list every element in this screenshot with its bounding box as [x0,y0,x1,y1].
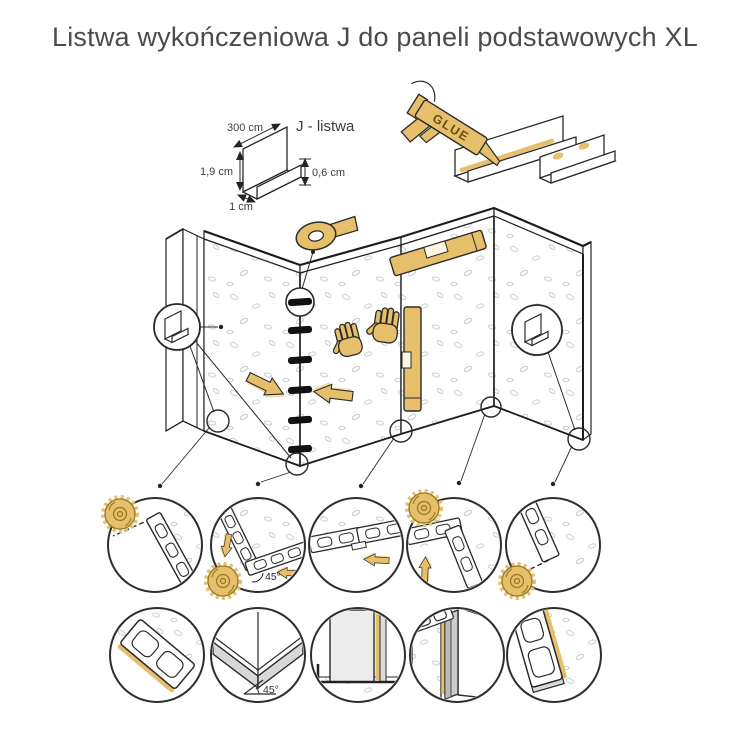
spirit-level-horizontal-icon [389,229,487,277]
glue-dabs [552,142,590,160]
glue-bead [543,609,567,679]
tape-strip [287,297,313,307]
glue-bead [117,644,174,693]
detail-step-5 [498,497,601,600]
corner-marker-circle [206,409,230,433]
corner-marker-circle [567,427,591,451]
corner-marker-circle [285,452,309,476]
tape-strip [287,355,313,365]
glue-bead [459,138,555,173]
detail-step-2: 45° [204,497,306,600]
detail-step-1 [101,495,203,593]
detail-step-6 [109,607,205,703]
detail-step-9 [409,607,505,703]
glue-gun-nozzle [478,140,501,167]
saw-blade-icon [101,495,139,533]
corner-markers [206,396,591,476]
corner-tape-strips [285,250,315,454]
base-dim-label: 1 cm [229,201,253,213]
saw-blade-icon [405,489,443,527]
top-outer-edge [203,206,592,267]
tape-leader-line [301,251,314,290]
tape-strip [287,385,313,395]
tape-roll-icon [295,215,359,251]
spirit-level-vertical-icon [401,306,422,412]
angle-label: 45° [263,684,279,696]
tape-strip [287,325,313,335]
leader-dot [218,324,224,330]
detail-step-10 [506,607,602,703]
corner-marker-circle [480,396,502,418]
height-dim-label: 1,9 cm [200,166,233,178]
j-profile-spec-drawing: 300 cm 1,9 cm 0,6 cm 1 cm J - listwa [200,118,355,213]
detail-leader-dots [157,480,556,489]
corner-marker-circle [389,419,413,443]
lip-dim-label: 0,6 cm [312,167,345,179]
tape-strip [287,444,313,454]
length-dim-label: 300 cm [227,122,263,134]
leader-dot [311,250,315,254]
bottom-edge [203,405,584,467]
detail-step-8 [310,607,406,703]
base-dim-arrow [237,194,256,203]
detail-step-7: 45° [210,607,306,703]
glued-strip-long [453,115,578,183]
j-strip-callout-left [153,303,292,459]
glue-application-scene: GLUE [400,80,617,184]
length-dim-arrow [233,123,281,148]
detail-leader-lines [161,413,573,485]
angle-label: 45° [265,571,281,583]
tape-strip [287,415,313,425]
page-title: Listwa wykończeniowa J do paneli podstaw… [52,22,698,52]
wall-scene [153,206,592,489]
detail-step-3 [308,497,404,593]
detail-step-4 [405,489,502,593]
j-strip-callout-right [511,304,576,431]
glue-gun-rod [411,80,436,102]
product-label: J - listwa [296,118,355,135]
panel-right-outer-edge [582,241,592,442]
dimension-lines [233,123,311,203]
